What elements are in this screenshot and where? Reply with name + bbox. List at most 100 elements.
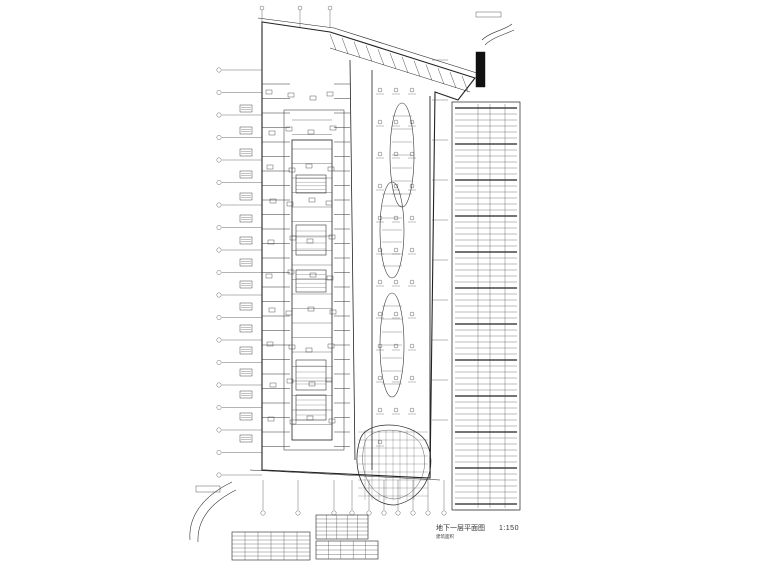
grid-bubble [216,405,222,410]
column-marker [409,87,415,93]
fixture [306,415,314,421]
fixture [288,167,296,173]
fixture [307,306,315,312]
fixture [286,378,294,384]
ramp-stripe [401,56,409,73]
room-partitions [239,83,350,447]
inner-wall [349,59,356,461]
grid-bubble [216,292,222,298]
entrance-arc-left [189,481,233,541]
column-marker [409,247,415,253]
fixture [267,416,275,422]
central-core [291,139,333,441]
grid-bubble [216,202,222,208]
grid-bubble [349,510,355,516]
fixture [289,235,297,241]
grid-bubble [259,5,265,11]
ramp-stripe [437,68,445,85]
column-marker [393,343,399,349]
fixture [268,130,276,136]
outer-boundary [257,17,481,75]
column-marker [377,407,383,413]
annotations [189,11,515,543]
column-marker [377,151,383,157]
core-room [295,359,327,391]
room-tag [239,412,253,421]
grid-bubble [216,270,222,275]
grid-bubble [295,510,301,516]
ramp-stripe [365,45,373,62]
building-outline [261,21,476,479]
ramp-stripe [425,64,433,81]
fixture [329,309,337,315]
column-marker [393,87,399,93]
room-tag [239,104,253,113]
round-plaza-inner [362,430,425,500]
column-marker [393,215,399,221]
column-marker [393,279,399,285]
room-tag [239,126,253,135]
top-label-box [475,11,502,18]
fixture [285,126,293,132]
grid-bubble [331,510,337,516]
column-marker [393,247,399,253]
column-marker [377,247,383,253]
fixture [269,198,277,204]
column-marker [409,407,415,413]
room-tag [239,434,253,443]
column-marker [377,183,383,189]
grid-bubble [216,315,222,320]
fixture [286,201,294,207]
grid-bubble [216,135,222,140]
fixture [266,341,274,347]
column-marker [393,407,399,413]
drawing-scale: 1:150 [498,525,519,532]
skylight-oval [379,181,405,279]
column-marker [393,151,399,157]
drawing-title-text: 地下一层平面图 [436,525,485,532]
fixture [269,382,277,388]
fixture [326,91,334,97]
drawing-title: 地下一层平面图 1:150 [436,523,519,533]
grid-bubble [216,157,222,163]
room-tag [239,148,253,157]
column-marker [409,311,415,317]
ramp-stripe [461,75,469,92]
fixture [288,344,296,350]
column-marker [377,119,383,125]
fixture [309,272,317,278]
fixture [305,163,313,169]
room-tag [239,258,253,267]
column-marker [409,375,415,381]
grid-bubble [395,510,401,516]
fixture [289,419,297,425]
column-marker [377,375,383,381]
grid-bubble [366,510,372,516]
bottom-boundary [249,469,441,481]
column-marker [393,119,399,125]
grid-bubble [216,180,222,185]
ramp-stripe [377,49,385,66]
column-marker [377,215,383,221]
column-marker [393,183,399,189]
column-marker [393,311,399,317]
fixture [329,125,337,131]
grid-bubble [260,510,266,516]
core-room [295,394,327,421]
fixture [285,310,293,316]
fixture [266,164,274,170]
room-tag [239,236,253,245]
column-marker [377,279,383,285]
fixture [325,377,333,383]
column-marker [409,343,415,349]
room-tag [239,390,253,399]
grid-bubble [216,472,222,478]
ramp-stripe [329,33,337,51]
fixture [268,307,276,313]
fixture [306,238,314,244]
column-marker [377,87,383,93]
grid-bubble [441,510,447,516]
fixture [265,89,273,95]
ramp-stripe [413,60,421,77]
entrance-arc [484,29,515,46]
